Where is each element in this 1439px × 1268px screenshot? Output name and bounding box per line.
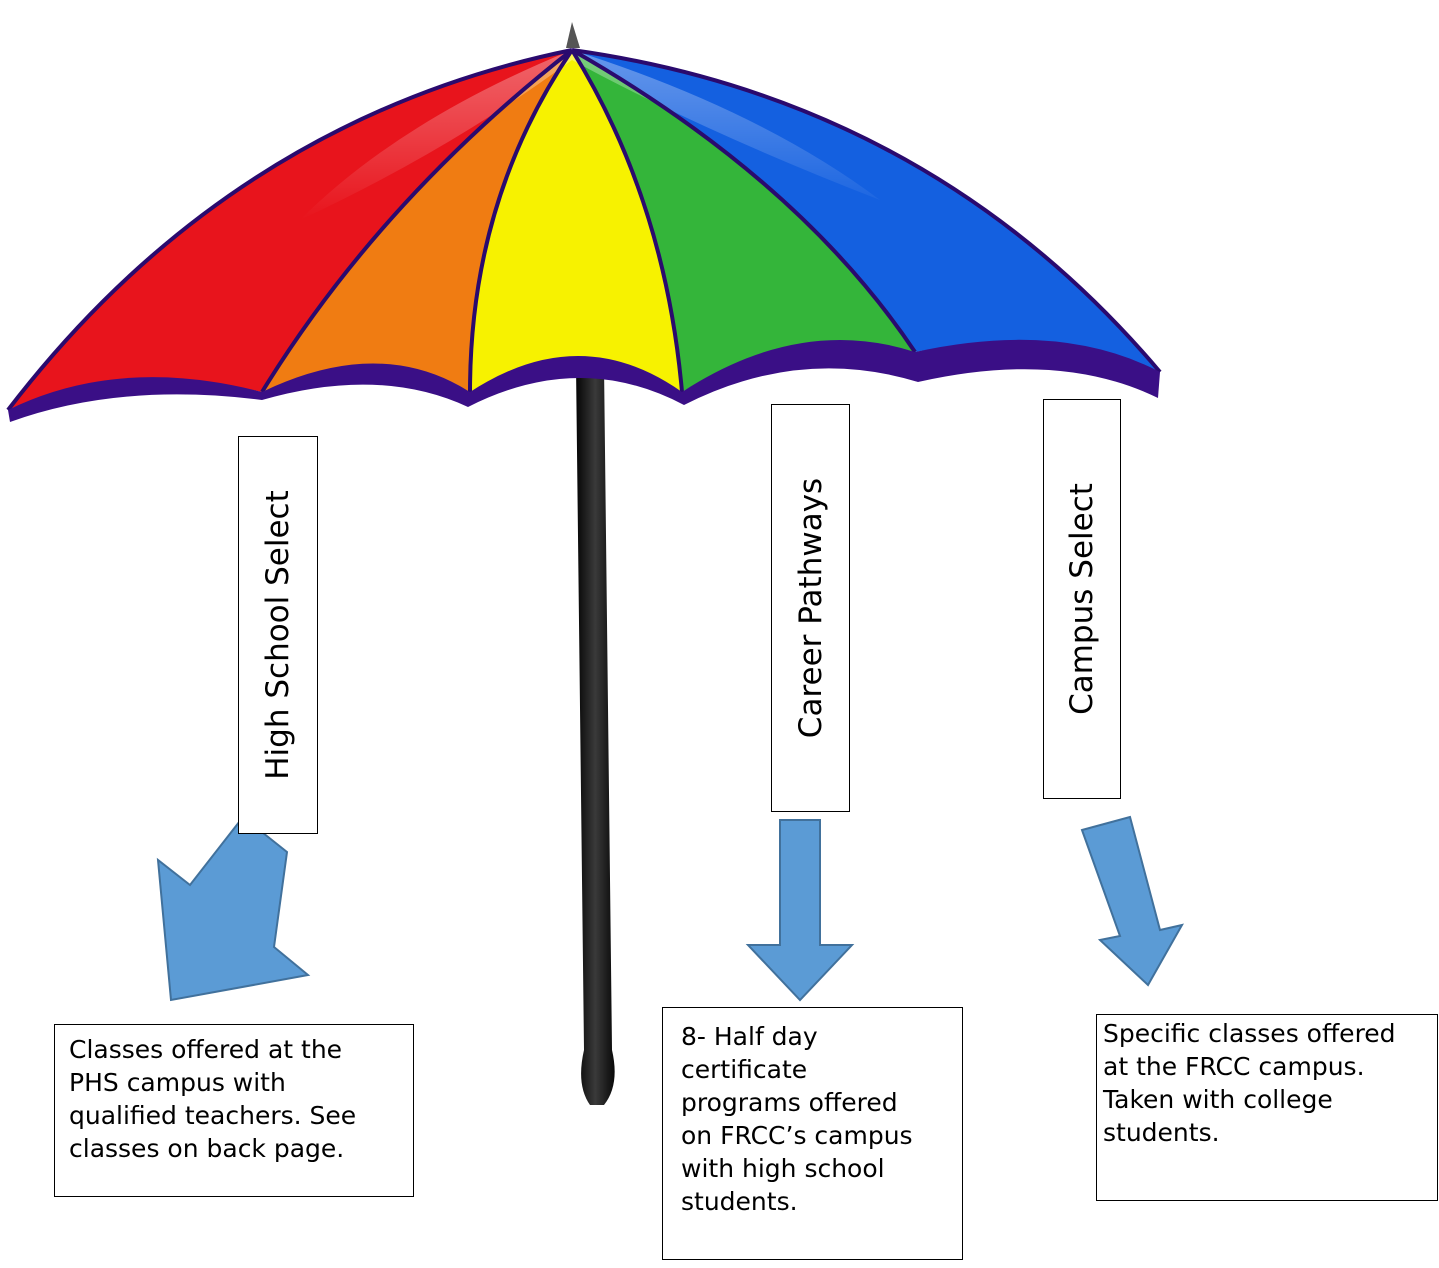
label-high-school-select-text: High School Select [260,490,296,780]
umbrella-panel-green [572,50,915,392]
label-campus-select: Campus Select [1043,399,1121,799]
umbrella-shaft [576,365,615,1105]
label-high-school-select: High School Select [238,436,318,834]
desc-high-school-select: Classes offered at the PHS campus with q… [54,1024,414,1197]
umbrella-tip [566,22,580,48]
label-campus-select-text: Campus Select [1064,483,1100,715]
umbrella-illustration [6,22,1162,1105]
desc-career-pathways: 8- Half day certificate programs offered… [662,1007,963,1260]
umbrella-panel-orange [262,50,572,392]
arrow-campus-select [1080,815,1184,987]
umbrella-trim [8,339,1160,422]
umbrella-panel-yellow [470,50,682,392]
arrow-high-school-select [156,815,311,1002]
label-career-pathways-text: Career Pathways [792,477,829,739]
desc-campus-select: Specific classes offered at the FRCC cam… [1096,1014,1438,1201]
label-career-pathways: Career Pathways [771,404,850,812]
arrow-career-pathways [745,819,855,1002]
